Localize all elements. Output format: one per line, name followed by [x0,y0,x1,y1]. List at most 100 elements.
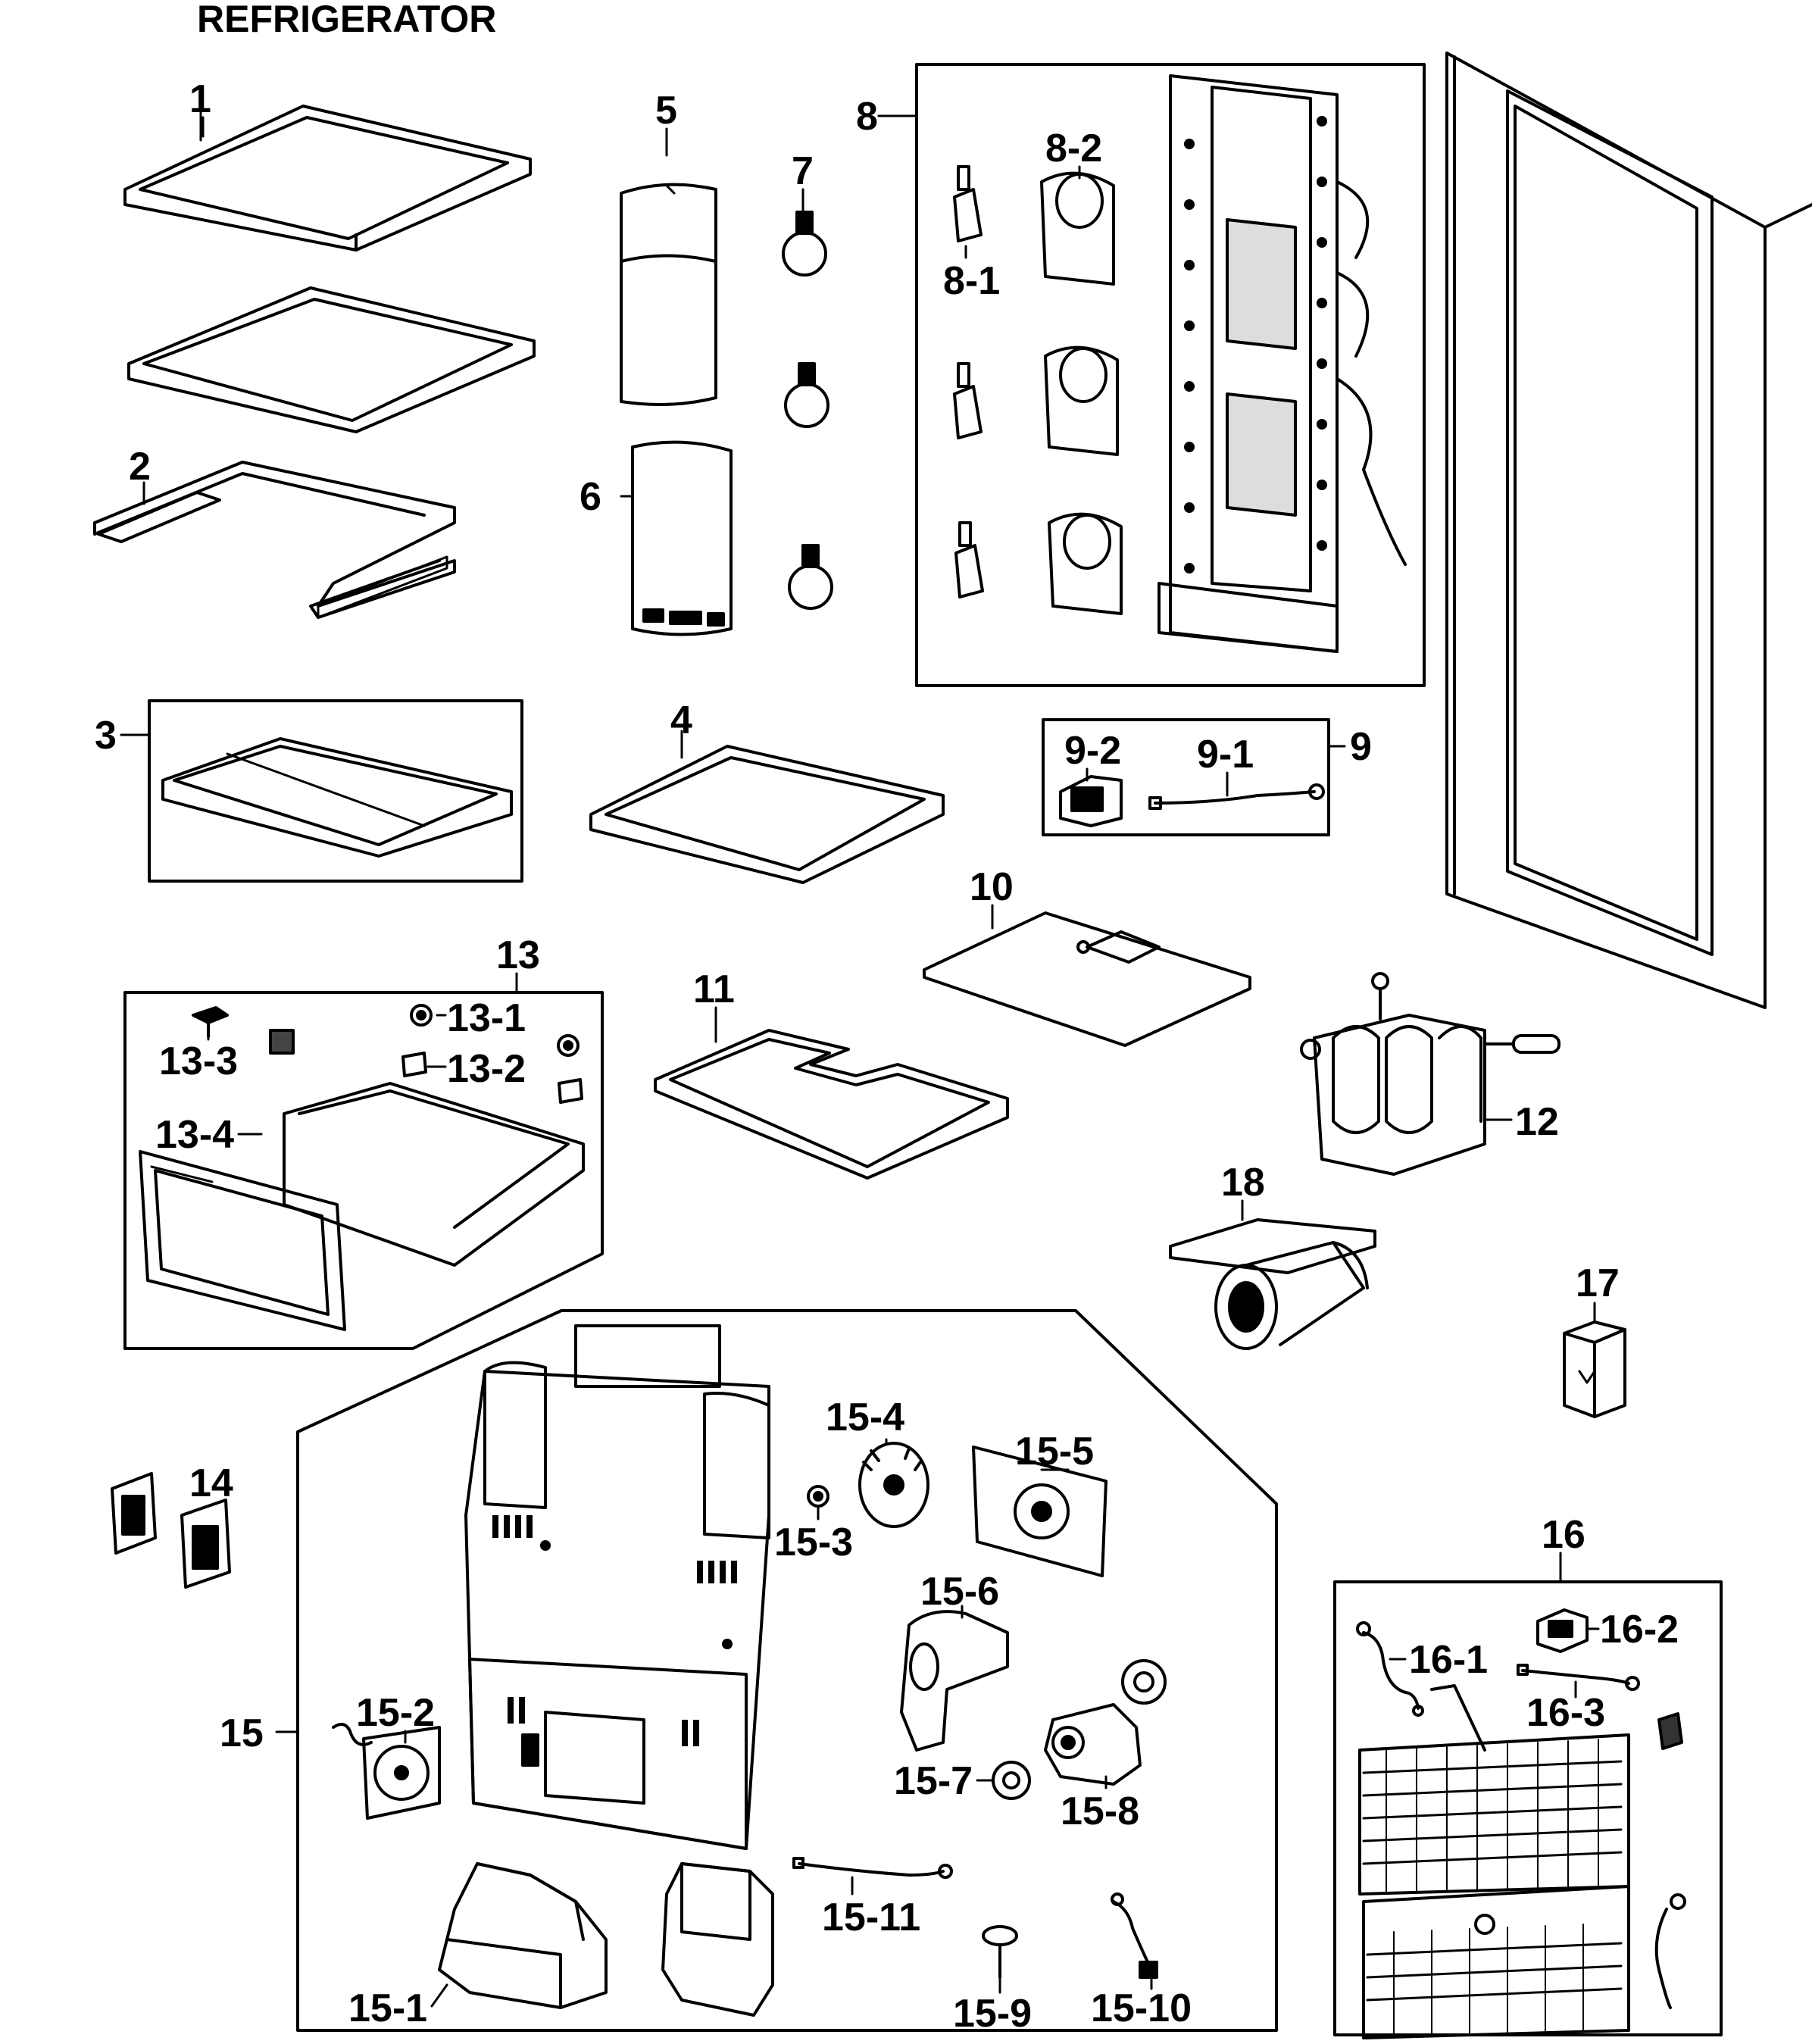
label-part-18: 18 [1221,1161,1265,1205]
label-part-13-3: 13-3 [159,1039,239,1083]
part-15-4-fan-blade[interactable] [858,1442,929,1528]
part-16-drain-heater[interactable] [1654,1893,1686,2009]
part-8-1-socket-2[interactable] [953,362,983,439]
part-15-2-fan[interactable] [332,1723,441,1820]
label-part-2: 2 [129,445,151,489]
part-15-7-grommet[interactable] [992,1761,1031,1800]
part-13-frame [123,991,604,1350]
part-17-relay[interactable] [1563,1320,1626,1418]
label-part-13-4: 13-4 [155,1113,235,1157]
label-part-15: 15 [220,1711,264,1755]
part-15-duct-lower[interactable] [661,1862,774,2017]
part-8-1-socket[interactable] [953,165,983,242]
part-13-clip-right[interactable] [269,1029,295,1055]
part-13-1-cap[interactable] [410,1004,433,1027]
label-part-14: 14 [189,1461,233,1505]
label-part-11: 11 [693,967,735,1011]
label-part-15-7: 15-7 [894,1759,973,1803]
part-16-clip[interactable] [1657,1712,1683,1750]
part-7-lamp[interactable] [782,211,827,277]
label-part-10: 10 [970,865,1014,909]
part-8-frame [915,63,1426,687]
part-15-3-grommet[interactable] [807,1485,829,1508]
label-part-15-8: 15-8 [1061,1789,1140,1833]
label-part-13: 13 [496,933,540,977]
label-part-13-1: 13-1 [447,996,526,1040]
label-part-15-6: 15-6 [920,1570,1000,1614]
label-part-12: 12 [1515,1100,1559,1144]
part-18-duct-fan[interactable] [1169,1218,1376,1350]
part-16-evaporator[interactable] [1358,1684,1630,2039]
label-part-7: 7 [792,149,814,193]
part-8-2-lamp-cover-2[interactable] [1044,345,1119,456]
label-part-1: 1 [189,77,211,121]
label-part-17: 17 [1576,1261,1620,1305]
label-part-4: 4 [670,699,692,742]
part-14-vent-cover[interactable] [111,1472,157,1555]
part-9-1-sensor[interactable] [1148,783,1325,810]
label-part-15-4: 15-4 [826,1395,905,1439]
label-part-5: 5 [655,89,677,133]
part-13-drawer-front[interactable] [139,1150,346,1331]
part-7-lamp-2[interactable] [784,362,829,428]
part-9-2-damper[interactable] [1059,775,1123,827]
part-15-1-fan-shroud[interactable] [438,1862,608,2009]
part-16-3-sensor[interactable] [1517,1664,1640,1691]
part-14-vent-cover-2[interactable] [180,1499,231,1589]
part-6-duct-cover[interactable] [631,440,733,636]
part-15-11-sensor[interactable] [792,1857,953,1879]
label-part-15-2: 15-2 [356,1691,436,1735]
label-part-16: 16 [1542,1513,1586,1557]
part-11-cover[interactable] [654,1029,1009,1180]
part-8-2-lamp-cover-3[interactable] [1048,512,1123,615]
part-15-8-fan-motor[interactable] [1044,1703,1142,1786]
part-8-1-socket-3[interactable] [954,521,984,599]
part-8-2-lamp-cover[interactable] [1040,171,1115,286]
part-7-lamp-3[interactable] [788,544,833,610]
part-10-cover[interactable] [923,911,1251,1047]
label-part-8: 8 [856,95,878,139]
label-part-8-2: 8-2 [1045,127,1103,170]
part-15-duct-assembly[interactable] [464,1324,770,1850]
part-1-shelf-lower[interactable] [127,286,536,433]
part-3-frame [148,699,523,883]
part-13-2-clip-2[interactable] [558,1078,583,1104]
part-4-glass-shelf[interactable] [589,745,945,884]
cabinet-side-outline [1445,52,1812,1009]
part-15-9-screw[interactable] [982,1925,1018,1979]
label-part-16-1: 16-1 [1409,1638,1489,1682]
label-part-16-3: 16-3 [1526,1691,1606,1735]
part-3-crisper-cover[interactable] [161,737,513,858]
label-part-15-9: 15-9 [953,1992,1033,2036]
label-part-15-11: 15-11 [822,1896,921,1939]
part-12-evaporator[interactable] [1300,972,1561,1176]
label-part-9-1: 9-1 [1197,733,1254,777]
diagram-title: REFRIGERATOR [197,0,497,40]
label-part-15-10: 15-10 [1091,1986,1192,2030]
label-part-8-1: 8-1 [943,259,1001,303]
part-15-frame [296,1309,1278,2032]
part-13-3-clip[interactable] [192,1006,229,1038]
label-part-15-3: 15-3 [774,1520,854,1564]
part-13-2-clip[interactable] [401,1052,427,1077]
label-part-13-2: 13-2 [447,1047,526,1091]
part-8-lamp-cover-assembly[interactable] [1157,74,1407,653]
part-13-4-drawer[interactable] [283,1082,585,1267]
part-5-duct-cover[interactable] [620,183,717,406]
part-15-6-motor-cover[interactable] [900,1610,1009,1752]
part-15-10-harness[interactable] [1111,1892,1158,1979]
label-part-3: 3 [95,714,117,758]
label-part-16-2: 16-2 [1600,1608,1679,1652]
part-2-shelf-frame[interactable] [93,461,456,619]
leader-lines [120,103,1600,2008]
part-16-2-thermostat[interactable] [1536,1608,1589,1653]
label-part-9: 9 [1350,725,1372,769]
part-13-1-cap-2[interactable] [557,1034,580,1057]
part-15-grommet-ring[interactable] [1121,1659,1167,1705]
label-part-9-2: 9-2 [1064,729,1122,773]
part-1-shelf[interactable] [123,105,532,252]
label-part-15-5: 15-5 [1015,1430,1095,1474]
part-16-frame [1333,1580,1723,2036]
part-16-1-fuse[interactable] [1356,1621,1424,1717]
